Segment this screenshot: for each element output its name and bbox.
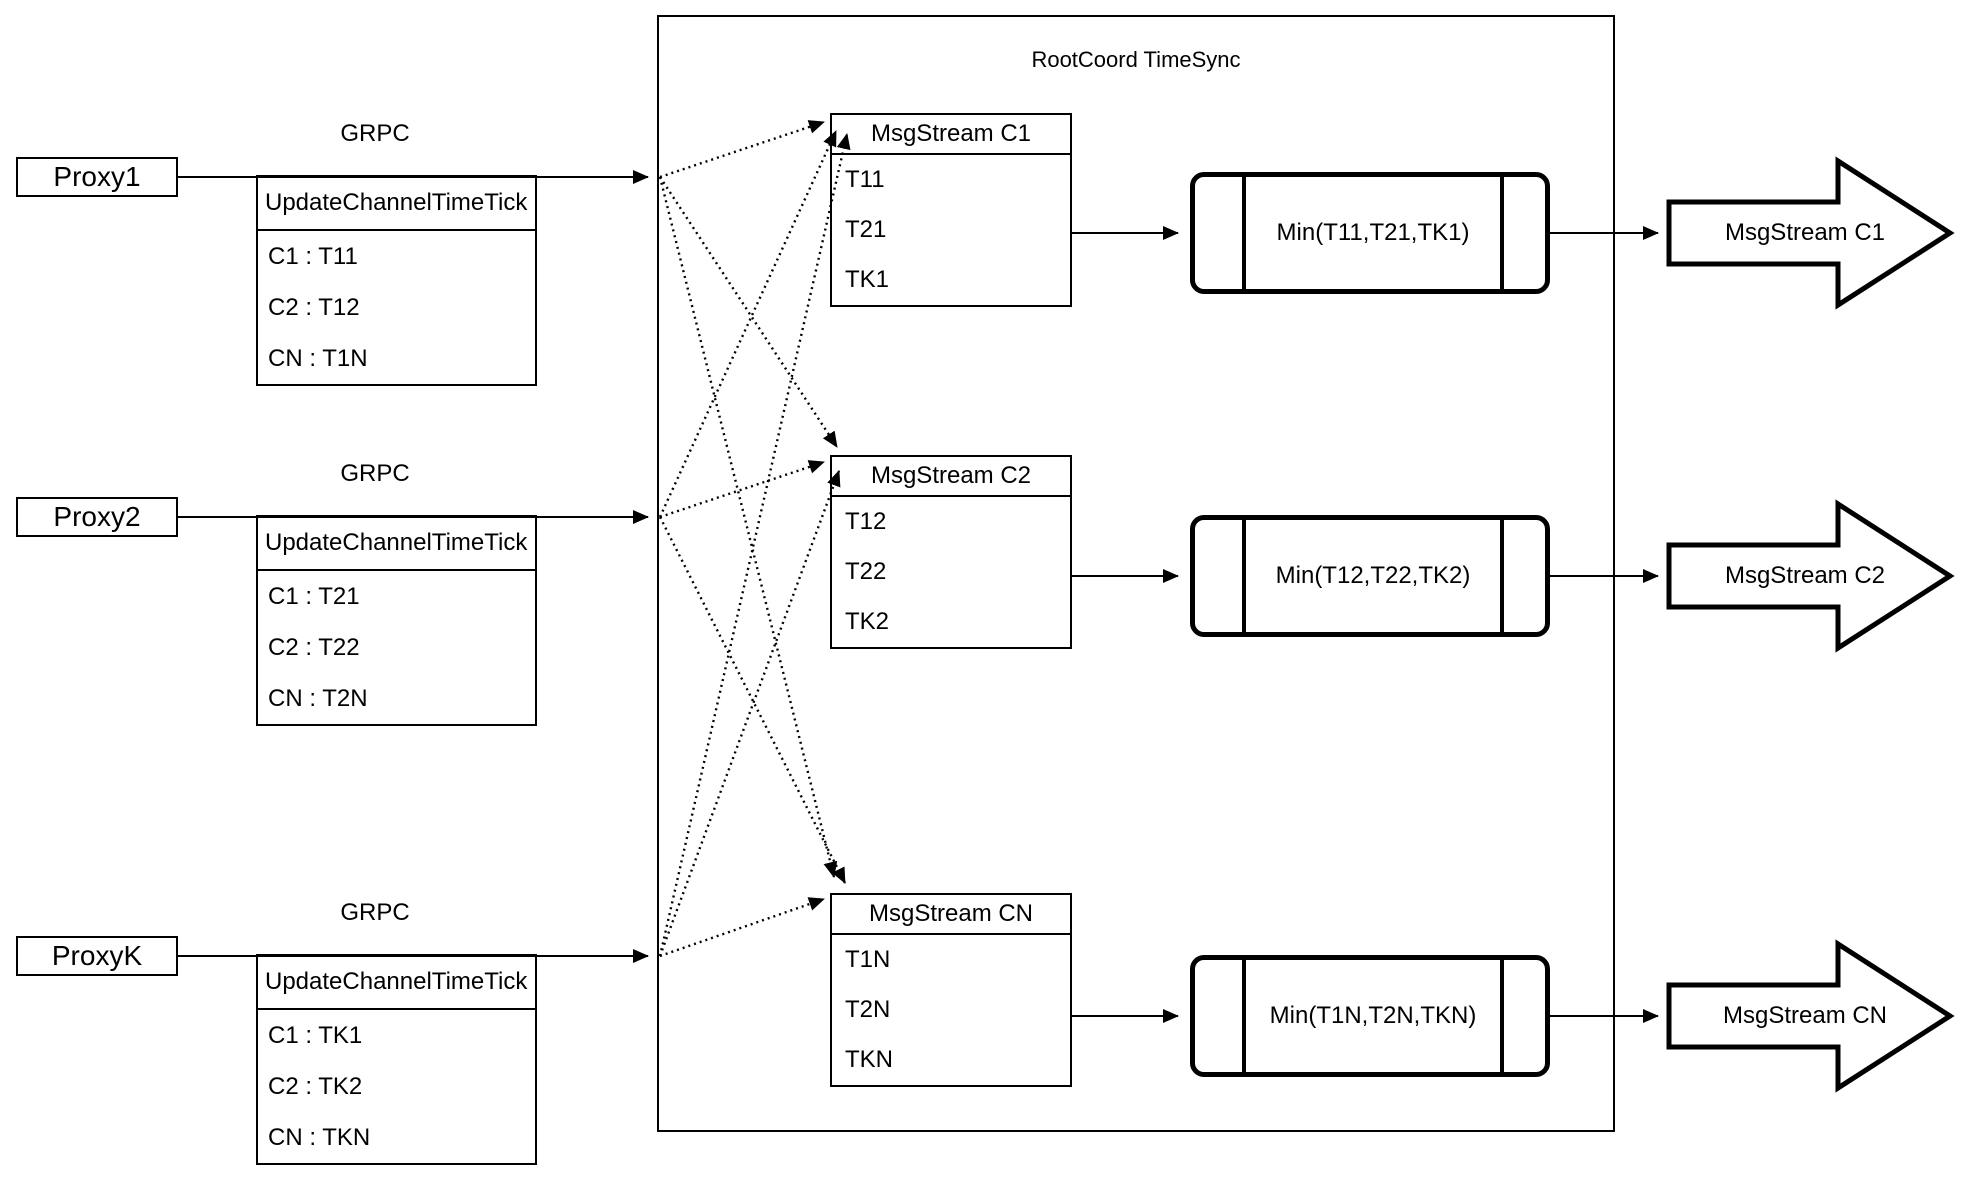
update-table-row: C2 : T22 [268,633,360,661]
min-node-left-bar [1242,177,1246,289]
output-arrow-label-cn: MsgStream CN [1722,1002,1888,1029]
min-node-left-bar [1242,960,1246,1072]
msgstream-table-row: T2N [845,996,891,1023]
msgstream-c1-table: MsgStream C1 T11 T21 TK1 [830,113,1072,307]
update-table-row: CN : T2N [268,684,368,712]
msgstream-table-row: TK2 [845,608,890,635]
min-node-cn: Min(T1N,T2N,TKN) [1190,955,1550,1077]
update-table-header: UpdateChannelTimeTick [258,177,535,231]
msgstream-table-header: MsgStream C1 [832,115,1070,155]
rootcoord-timesync-container: RootCoord TimeSync [657,15,1615,1132]
min-node-left-bar [1242,520,1246,632]
output-arrow-label-c2: MsgStream C2 [1724,562,1886,589]
grpc-label-3: GRPC [340,899,410,926]
update-table-row: C1 : TK1 [268,1021,363,1049]
msgstream-table-row: T21 [845,216,887,243]
msgstream-table-header: MsgStream CN [832,895,1070,935]
msgstream-table-header: MsgStream C2 [832,457,1070,497]
update-table-header: UpdateChannelTimeTick [258,956,535,1010]
min-node-label: Min(T11,T21,TK1) [1276,219,1470,246]
update-table-row: C1 : T11 [268,242,358,270]
msgstream-table-row: TKN [845,1046,893,1073]
update-channel-timetick-table-2: UpdateChannelTimeTick C1 : T21 C2 : T22 … [256,515,537,726]
update-table-row: CN : TKN [268,1123,371,1151]
msgstream-cn-table: MsgStream CN T1N T2N TKN [830,893,1072,1087]
min-node-right-bar [1500,177,1504,289]
grpc-label-1: GRPC [340,120,410,147]
update-channel-timetick-table-3: UpdateChannelTimeTick C1 : TK1 C2 : TK2 … [256,954,537,1165]
update-channel-timetick-table-1: UpdateChannelTimeTick C1 : T11 C2 : T12 … [256,175,537,386]
rootcoord-title: RootCoord TimeSync [1031,47,1241,72]
output-arrow-label-c1: MsgStream C1 [1724,219,1886,246]
min-node-label: Min(T1N,T2N,TKN) [1269,1002,1477,1029]
msgstream-table-row: T22 [845,558,887,585]
grpc-label-2: GRPC [340,460,410,487]
update-table-header: UpdateChannelTimeTick [258,517,535,571]
update-table-row: C1 : T21 [268,582,360,610]
msgstream-table-row: T11 [845,166,885,193]
proxy2-box: Proxy2 [16,497,178,537]
update-table-row: C2 : T12 [268,293,360,321]
update-table-row: C2 : TK2 [268,1072,363,1100]
msgstream-table-row: TK1 [845,266,890,293]
msgstream-table-row: T12 [845,508,887,535]
min-node-right-bar [1500,960,1504,1072]
msgstream-table-row: T1N [845,946,891,973]
update-table-row: CN : T1N [268,344,368,372]
min-node-right-bar [1500,520,1504,632]
msgstream-c2-table: MsgStream C2 T12 T22 TK2 [830,455,1072,649]
min-node-c1: Min(T11,T21,TK1) [1190,172,1550,294]
proxyk-box: ProxyK [16,936,178,976]
min-node-label: Min(T12,T22,TK2) [1275,562,1471,589]
min-node-c2: Min(T12,T22,TK2) [1190,515,1550,637]
proxy1-box: Proxy1 [16,157,178,197]
